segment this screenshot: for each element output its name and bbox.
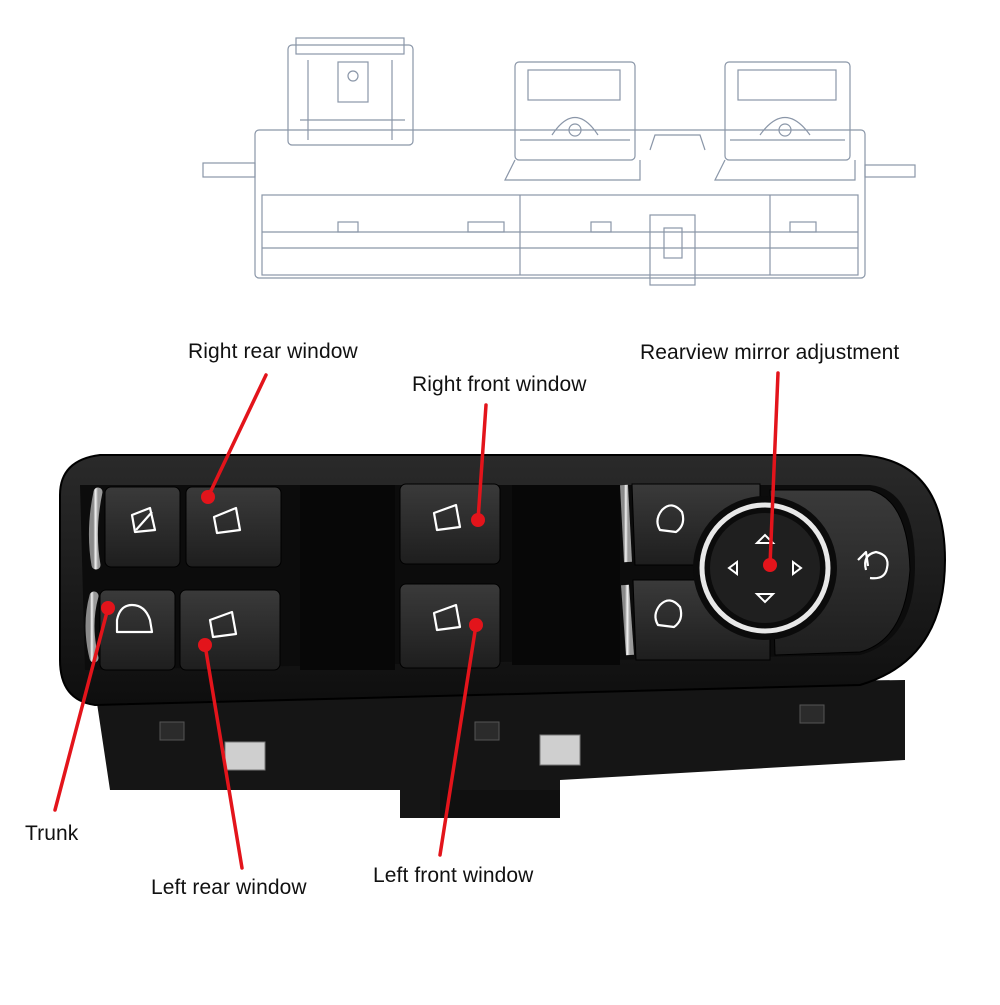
label-trunk: Trunk xyxy=(25,822,79,845)
mirror-fold-icon xyxy=(857,550,889,580)
left-front-window-button[interactable] xyxy=(399,583,501,669)
pointer-left-front-window xyxy=(438,623,478,857)
pointer-dot xyxy=(471,513,485,527)
window-switch-assembly xyxy=(59,454,947,818)
trunk-button[interactable] xyxy=(99,589,176,671)
right-rear-window-lock-button[interactable] xyxy=(104,486,181,568)
direction-arrows-icon xyxy=(727,533,803,604)
pointer-left-rear-window xyxy=(203,643,244,870)
pointer-right-rear-window xyxy=(206,373,268,499)
callout-pointers xyxy=(53,371,780,870)
label-right-rear-window: Right rear window xyxy=(188,340,358,363)
pointer-dot xyxy=(101,601,115,615)
label-rearview-mirror-adjustment: Rearview mirror adjustment xyxy=(640,341,900,364)
left-rear-window-button[interactable] xyxy=(179,589,281,671)
pointer-trunk xyxy=(53,606,110,812)
pointer-dot xyxy=(763,558,777,572)
label-left-front-window: Left front window xyxy=(373,864,534,887)
window-icon xyxy=(208,610,238,639)
mirror-icon xyxy=(656,504,685,534)
pointer-rearview-mirror-adjustment xyxy=(768,371,780,567)
window-icon xyxy=(432,503,462,532)
wireframe-schematic xyxy=(202,37,916,286)
pointer-dot xyxy=(201,490,215,504)
mirror-icon xyxy=(654,599,683,629)
window-icon xyxy=(432,603,462,632)
car-trunk-icon xyxy=(115,603,154,634)
label-right-front-window: Right front window xyxy=(412,373,587,396)
pointer-dot xyxy=(198,638,212,652)
window-icon xyxy=(212,506,242,535)
pointer-right-front-window xyxy=(476,403,488,522)
child-lock-icon xyxy=(130,506,157,534)
pointer-dot xyxy=(469,618,483,632)
label-left-rear-window: Left rear window xyxy=(151,876,307,899)
right-front-window-button[interactable] xyxy=(399,483,501,565)
right-rear-window-button[interactable] xyxy=(185,486,282,568)
